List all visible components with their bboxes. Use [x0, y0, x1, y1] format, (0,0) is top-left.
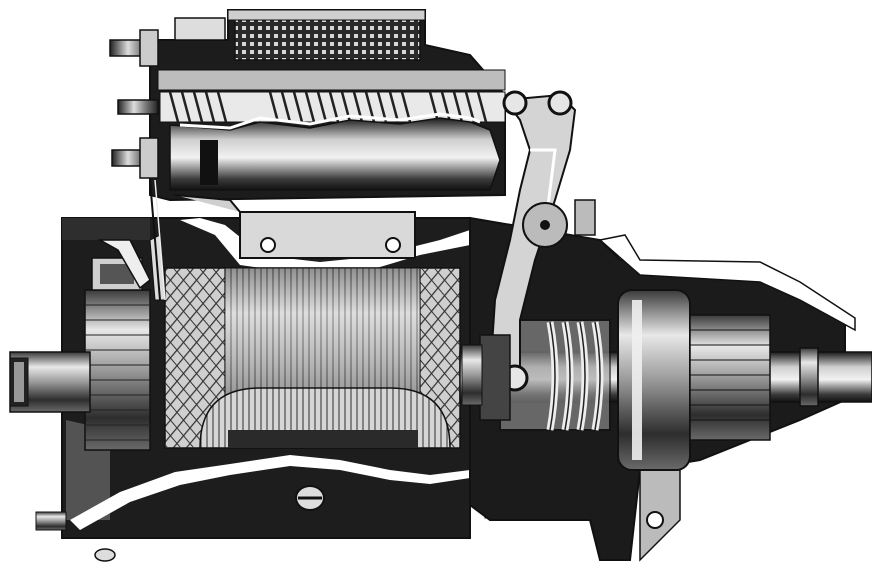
- terminal-studs: [109, 29, 166, 301]
- plunger: [169, 112, 501, 191]
- cutaway-tear-top: [180, 218, 470, 280]
- inspection-plug: [295, 485, 325, 511]
- shaft-collar: [799, 347, 819, 407]
- pinion-gear: [689, 314, 771, 441]
- housing-screw: [94, 548, 116, 562]
- cutaway-tear-bottom: [70, 455, 470, 530]
- field-coil: [199, 387, 451, 449]
- end-bearing: [9, 351, 91, 413]
- mounting-flange: [461, 334, 511, 421]
- solenoid-bracket: [174, 194, 416, 259]
- lever-stop: [574, 199, 596, 236]
- pinion-drive: [617, 289, 691, 471]
- pivot-pin: [522, 202, 568, 248]
- solenoid-spring: [159, 91, 506, 123]
- commutator: [84, 289, 151, 451]
